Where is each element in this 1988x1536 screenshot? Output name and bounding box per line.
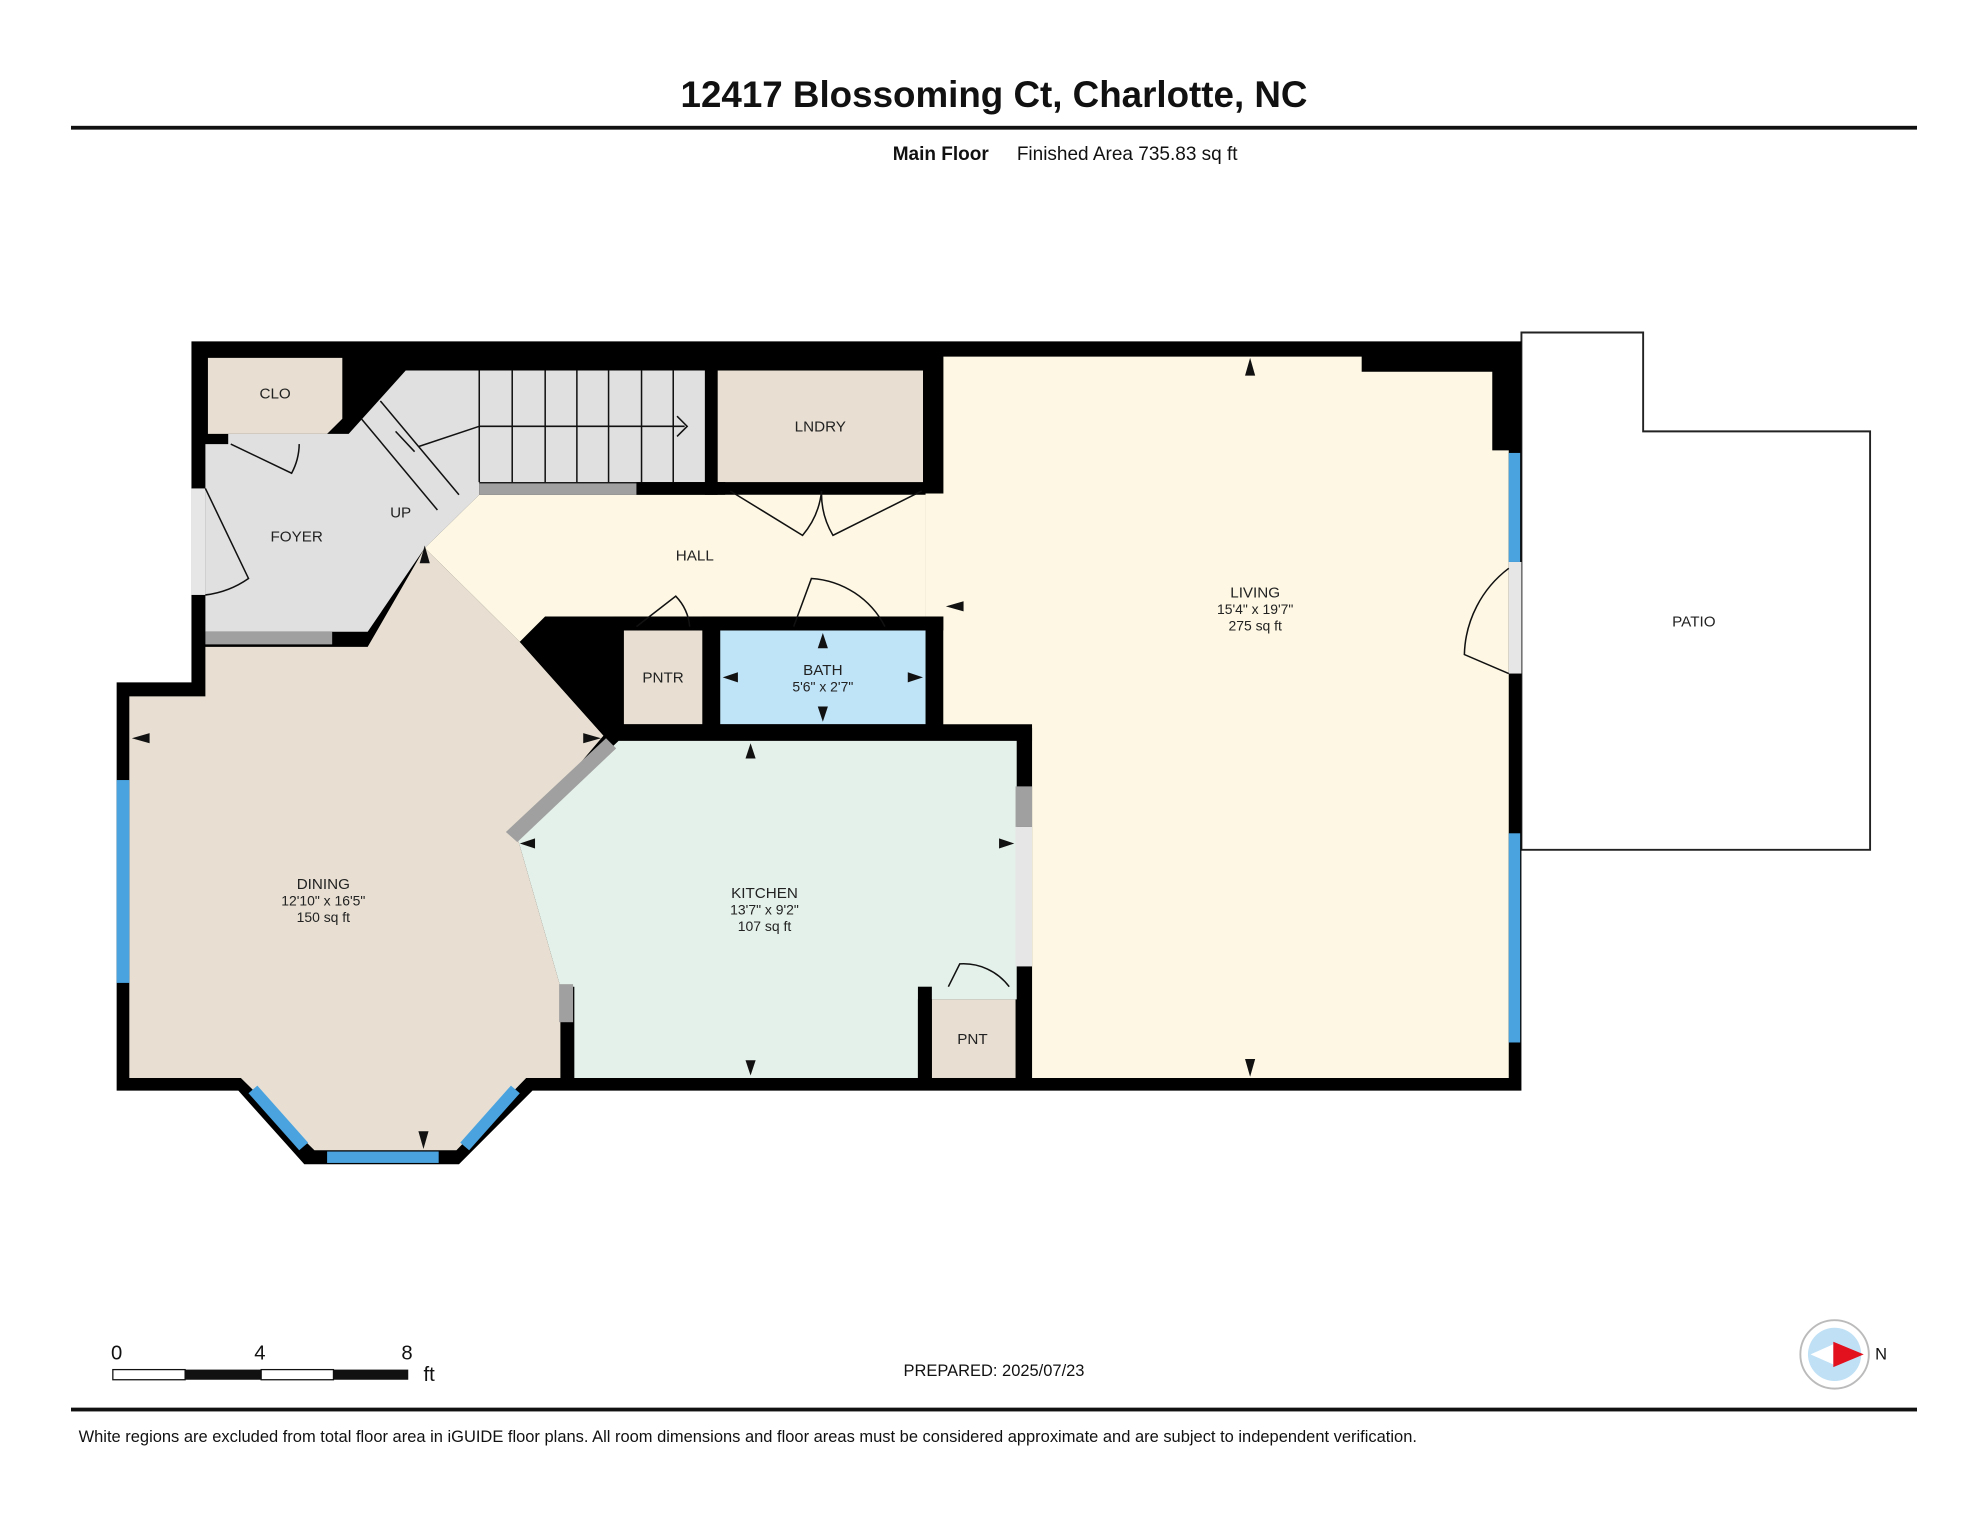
scale-bar: 0 4 8 ft [111, 1342, 435, 1386]
svg-text:13'7" x 9'2": 13'7" x 9'2" [730, 901, 799, 917]
wall-lndry-left [704, 370, 718, 495]
wall-lndry-bottom [636, 482, 726, 495]
room-lndry: LNDRY [717, 370, 923, 483]
svg-text:8: 8 [401, 1342, 412, 1364]
windows [116, 452, 1521, 1163]
svg-text:LIVING: LIVING [1230, 584, 1280, 601]
wall-pntr-bath [702, 616, 721, 729]
opening-foyer-left [191, 488, 206, 595]
room-pntr: PNTR [623, 630, 703, 725]
floor-label: Main Floor [893, 144, 990, 165]
svg-text:107 sq ft: 107 sq ft [738, 918, 792, 934]
svg-text:4: 4 [254, 1342, 265, 1364]
footer-divider [71, 1407, 1917, 1412]
svg-text:PNT: PNT [957, 1031, 987, 1048]
wall-pnt [917, 986, 932, 1078]
rail-kitchen-side [559, 984, 574, 1023]
opening-patio-door [1508, 561, 1522, 674]
prepared-date: PREPARED: 2025/07/23 [904, 1362, 1085, 1380]
svg-text:LNDRY: LNDRY [795, 418, 846, 435]
room-foyer: FOYER [205, 370, 705, 632]
room-hall: HALL [424, 494, 926, 642]
stairs: UP [360, 370, 689, 522]
svg-text:ft: ft [423, 1364, 435, 1386]
svg-text:KITCHEN: KITCHEN [731, 885, 798, 902]
svg-text:HALL: HALL [676, 548, 714, 565]
page-title: 12417 Blossoming Ct, Charlotte, NC [681, 74, 1308, 115]
svg-text:N: N [1875, 1345, 1887, 1363]
room-kitchen: KITCHEN 13'7" x 9'2" 107 sq ft [517, 740, 1017, 1078]
door-swings [204, 443, 1510, 988]
svg-text:PATIO: PATIO [1672, 614, 1716, 631]
header-divider [71, 125, 1917, 130]
svg-text:UP: UP [390, 505, 411, 522]
svg-text:15'4" x 19'7": 15'4" x 19'7" [1217, 601, 1293, 617]
svg-text:DINING: DINING [297, 876, 350, 893]
svg-text:0: 0 [111, 1342, 122, 1364]
room-patio: PATIO [1520, 331, 1872, 851]
room-dining: DINING 12'10" x 16'5" 150 sq ft [129, 548, 604, 1151]
svg-text:BATH: BATH [803, 662, 842, 679]
svg-text:275 sq ft: 275 sq ft [1228, 617, 1282, 633]
svg-text:12'10" x 16'5": 12'10" x 16'5" [281, 893, 365, 909]
opening-kitchen-living [1015, 826, 1033, 967]
room-clo: CLO [207, 357, 343, 434]
stair-rail [479, 483, 637, 495]
opening-kitchen-right [1015, 786, 1033, 827]
wall-bath-top [613, 616, 944, 631]
room-living: LIVING 15'4" x 19'7" 275 sq ft [925, 356, 1509, 1078]
compass-icon: N [1799, 1319, 1887, 1390]
svg-text:150 sq ft: 150 sq ft [297, 909, 351, 925]
rail-dining [205, 631, 333, 645]
svg-text:5'6" x 2'7": 5'6" x 2'7" [792, 678, 853, 694]
dimension-arrows [131, 357, 1256, 1149]
svg-text:FOYER: FOYER [270, 529, 322, 546]
disclaimer: White regions are excluded from total fl… [79, 1428, 1417, 1446]
rail-kitchen [505, 738, 617, 843]
finished-area: Finished Area 735.83 sq ft [1017, 144, 1238, 165]
room-pnt: PNT [931, 999, 1016, 1078]
wall-bath-bottom [613, 724, 1033, 741]
svg-text:CLO: CLO [259, 385, 290, 402]
svg-text:PNTR: PNTR [642, 669, 683, 686]
wall-lndry-right [923, 356, 944, 494]
wall-wedge [519, 616, 624, 736]
